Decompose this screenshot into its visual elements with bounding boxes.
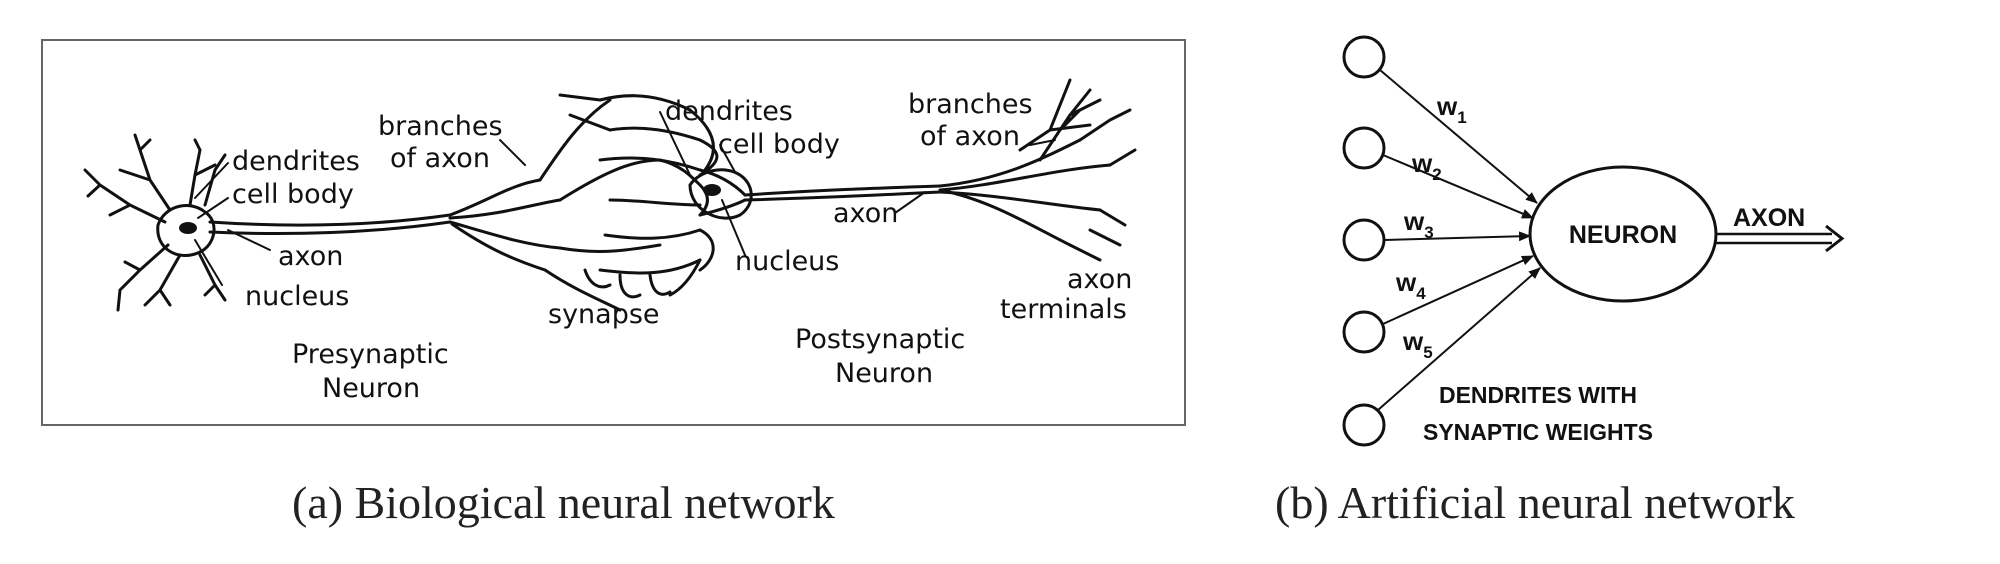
- dendrites-label-1: DENDRITES WITH: [1439, 382, 1637, 408]
- synapse-arrow-3: [1383, 231, 1531, 242]
- weight-w5: w5: [1402, 326, 1433, 362]
- label-branches-of-axon-right-2: of axon: [920, 121, 1020, 152]
- postsynaptic-neuron-drawing: [688, 78, 1137, 262]
- label-nucleus-left: nucleus: [245, 281, 349, 312]
- synapse-arrows: [1377, 69, 1541, 411]
- synapse-arrow-4: [1382, 255, 1534, 325]
- dendrites-label-2: SYNAPTIC WEIGHTS: [1423, 419, 1653, 445]
- panel-a-leader-lines: [194, 111, 1056, 286]
- input-node-5: [1342, 403, 1386, 447]
- nucleus-left-shape: [179, 222, 197, 234]
- axon-arrow: [1716, 224, 1845, 253]
- synapse-arrow-2: [1382, 154, 1534, 219]
- label-postsynaptic-1: Postsynaptic: [795, 324, 965, 355]
- label-axon-terminals-2: terminals: [1000, 294, 1127, 325]
- weight-w4: w4: [1395, 267, 1426, 303]
- panel-b-artificial-neuron: w1 w2 w3 w4 w5 NEURON AXON DENDRITES WIT…: [1275, 35, 1845, 528]
- nucleus-mid-shape: [703, 184, 721, 196]
- label-cell-body-left: cell body: [232, 179, 354, 210]
- input-node-4: [1342, 310, 1386, 354]
- neuron-label: NEURON: [1569, 221, 1677, 249]
- synapse-arrow-5: [1377, 267, 1541, 411]
- panel-a-biological-neuron: dendrites cell body axon nucleus branche…: [41, 39, 1186, 528]
- label-branches-of-axon-left-1: branches: [378, 111, 503, 142]
- axon-label: AXON: [1733, 204, 1805, 232]
- label-presynaptic-1: Presynaptic: [292, 339, 449, 370]
- synapse-region-drawing: [538, 93, 747, 312]
- label-dendrites-mid: dendrites: [665, 96, 793, 127]
- label-axon-right: axon: [833, 198, 898, 229]
- label-branches-of-axon-right-1: branches: [908, 89, 1033, 120]
- label-synapse: synapse: [548, 299, 660, 330]
- presynaptic-neuron-drawing: [83, 133, 562, 312]
- label-axon-left: axon: [278, 241, 343, 272]
- input-node-3: [1342, 218, 1386, 262]
- label-nucleus-mid: nucleus: [735, 246, 839, 277]
- label-postsynaptic-2: Neuron: [835, 358, 933, 389]
- label-cell-body-mid: cell body: [718, 129, 840, 160]
- label-axon-terminals-1: axon: [1067, 264, 1132, 295]
- label-dendrites-left: dendrites: [232, 146, 360, 177]
- label-branches-of-axon-left-2: of axon: [390, 143, 490, 174]
- synapse-arrow-1: [1379, 69, 1538, 204]
- input-node-2: [1342, 126, 1386, 170]
- input-node-1: [1342, 35, 1386, 79]
- label-presynaptic-2: Neuron: [322, 373, 420, 404]
- caption-a: (a) Biological neural network: [292, 477, 835, 528]
- weight-w3: w3: [1403, 206, 1434, 242]
- weight-w1: w1: [1436, 91, 1467, 127]
- caption-b: (b) Artificial neural network: [1275, 477, 1795, 528]
- weight-w2: w2: [1411, 148, 1442, 184]
